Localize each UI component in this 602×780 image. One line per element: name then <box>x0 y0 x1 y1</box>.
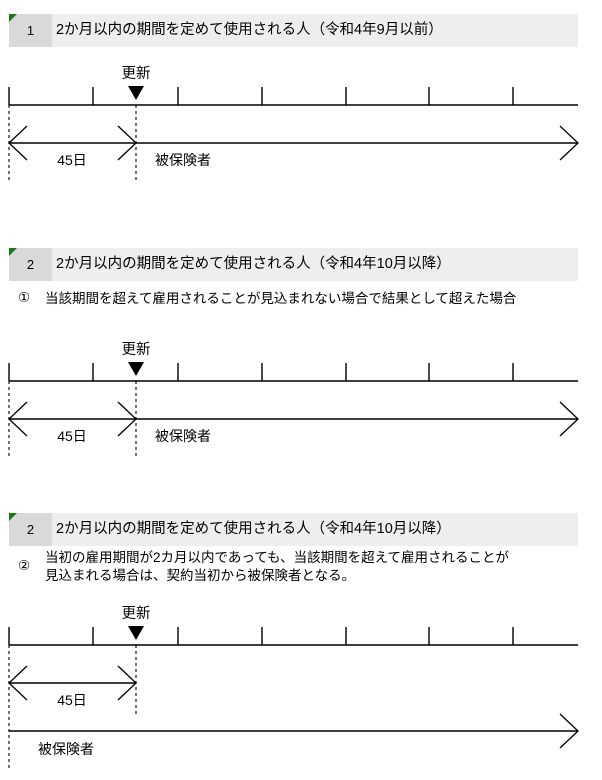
renewal-triangle-icon <box>128 362 144 376</box>
section-title: 2か月以内の期間を定めて使用される人（令和4年10月以降） <box>56 521 451 537</box>
period-label: 45日 <box>57 152 87 168</box>
note-marker: ① <box>18 290 31 305</box>
renewal-label: 更新 <box>122 341 151 358</box>
arrowhead-left-open-icon <box>8 125 28 161</box>
section-number-label: 2 <box>26 522 35 537</box>
timeline-diagram-1: 更新 45日 被保険者 <box>8 65 579 182</box>
section-number-label: 1 <box>26 23 35 38</box>
green-corner-triangle-icon <box>9 14 17 22</box>
note-text: 当該期間を超えて雇用されることが見込まれない場合で結果として超えた場合 <box>45 291 517 306</box>
section-header-bar: 1 2か月以内の期間を定めて使用される人（令和4年9月以前） <box>9 14 578 47</box>
timeline-diagram-2: 更新 45日 被保険者 <box>8 341 579 458</box>
green-corner-triangle-icon <box>9 513 17 521</box>
insured-label: 被保険者 <box>38 741 94 757</box>
renewal-triangle-icon <box>128 86 144 100</box>
insured-label: 被保険者 <box>155 152 211 168</box>
arrowhead-right-open-icon <box>559 125 579 161</box>
renewal-triangle-icon <box>128 626 144 640</box>
arrowhead-right-open-icon <box>559 713 579 749</box>
section-number-label: 2 <box>26 257 35 272</box>
arrowhead-left-open-icon <box>8 401 28 437</box>
green-corner-triangle-icon <box>9 248 17 256</box>
insured-label: 被保険者 <box>155 428 211 444</box>
timeline-diagram-3: 更新 45日 被保険者 <box>8 605 579 770</box>
note-text: 当初の雇用期間が2カ月以内であっても、当該期間を超えて雇用されることが 見込まれ… <box>45 550 509 583</box>
arrowhead-mid-open-icon <box>117 665 137 701</box>
arrowhead-mid-open-icon <box>117 401 137 437</box>
note-marker: ② <box>18 558 31 573</box>
arrowhead-left-open-icon <box>8 665 28 701</box>
renewal-label: 更新 <box>122 605 151 622</box>
arrowhead-right-open-icon <box>559 401 579 437</box>
section-title: 2か月以内の期間を定めて使用される人（令和4年9月以前） <box>56 22 443 38</box>
period-label: 45日 <box>57 692 87 708</box>
section-header-bar: 2 2か月以内の期間を定めて使用される人（令和4年10月以降） <box>9 248 578 281</box>
section-header-bar: 2 2か月以内の期間を定めて使用される人（令和4年10月以降） <box>9 513 578 546</box>
renewal-label: 更新 <box>122 65 151 82</box>
arrowhead-mid-open-icon <box>117 125 137 161</box>
section-title: 2か月以内の期間を定めて使用される人（令和4年10月以降） <box>56 256 451 272</box>
period-label: 45日 <box>57 428 87 444</box>
